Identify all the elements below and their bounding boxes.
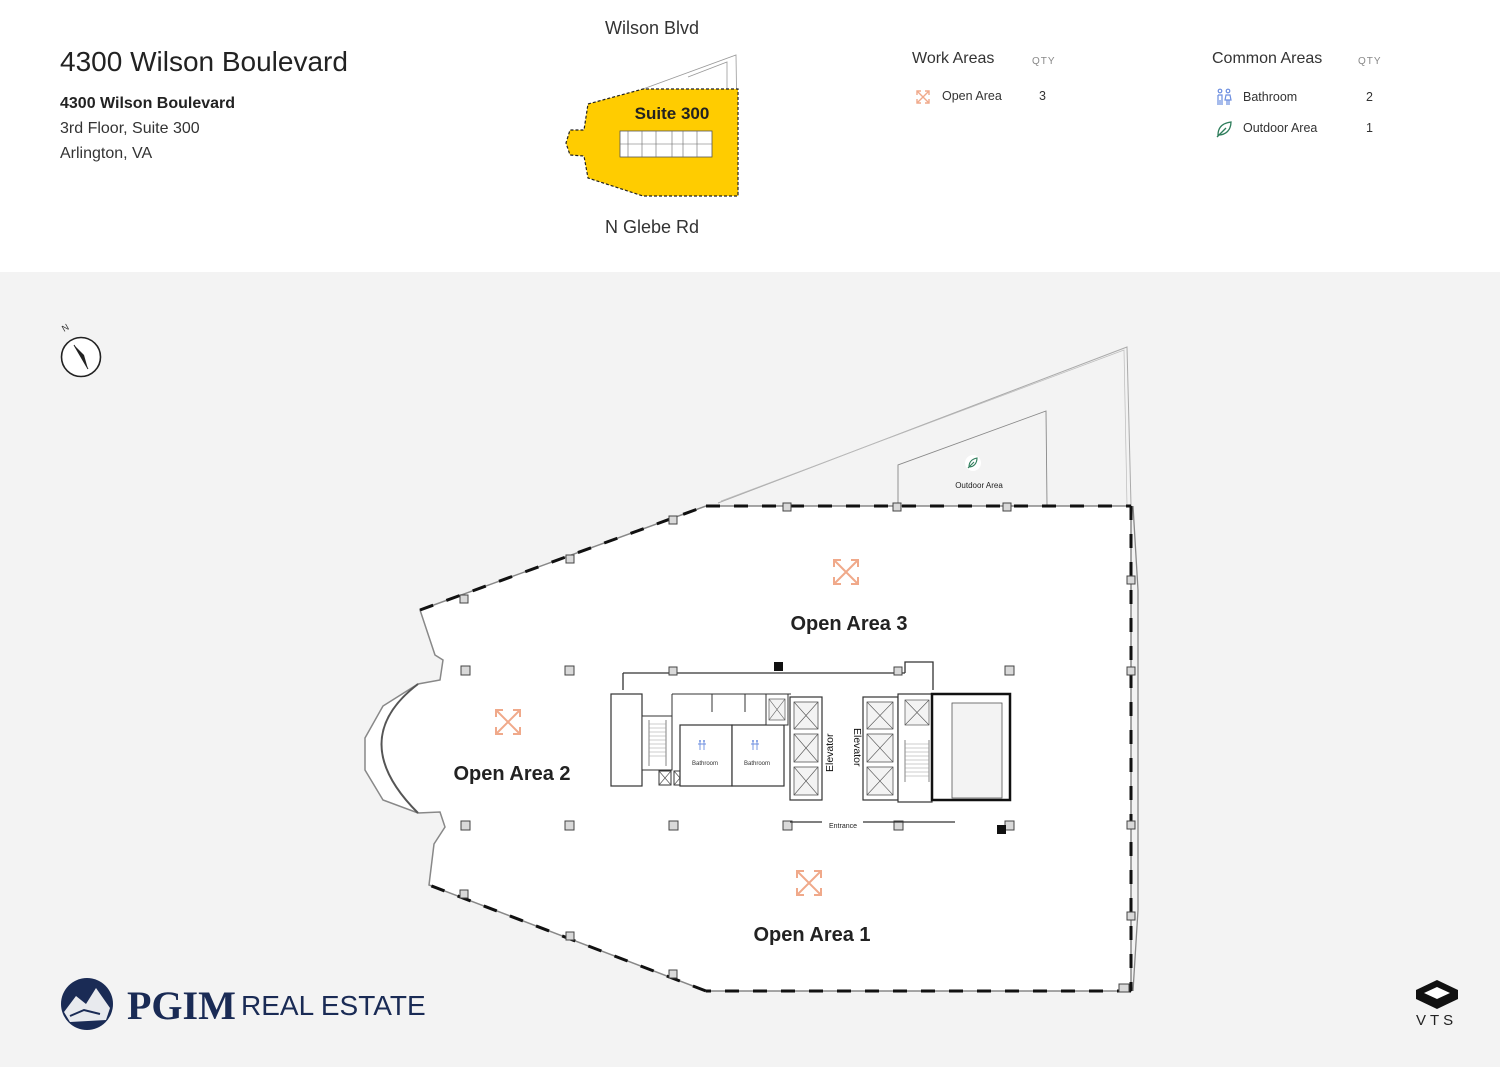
page-title: 4300 Wilson Boulevard: [60, 46, 348, 77]
building-core: Bathroom Bathroom Elevator Elevator Entr…: [610, 661, 1012, 834]
legend-work-areas-title: Work Areas: [912, 50, 995, 67]
header-panel: [0, 0, 1500, 272]
legend-work-qty-header: QTY: [1032, 56, 1056, 67]
entrance-label: Entrance: [829, 823, 857, 830]
bathroom-a-icon: [698, 740, 706, 750]
address-name: 4300 Wilson Boulevard: [60, 95, 236, 112]
compass: N: [60, 322, 102, 378]
legend-outdoor-qty: 1: [1366, 121, 1373, 135]
keyplan-suite-label: Suite 300: [635, 104, 710, 123]
columns: [459, 502, 1136, 993]
legend-open-area-qty: 3: [1039, 89, 1046, 103]
elevator-a-label: Elevator: [824, 733, 836, 772]
street-top-label: Wilson Blvd: [604, 18, 700, 38]
open-area-1-icon: [796, 870, 822, 896]
leaf-icon: [1215, 120, 1233, 143]
legend-outdoor-label: Outdoor Area: [1243, 121, 1318, 135]
legend-bathroom-label: Bathroom: [1243, 90, 1298, 104]
pgim-wordmark-secondary: REAL ESTATE: [241, 990, 426, 1021]
street-bottom-label: N Glebe Rd: [604, 217, 700, 237]
pgim-logo-mark: [61, 978, 113, 1030]
open-area-1-label: Open Area 1: [753, 924, 870, 946]
legend-common-areas-title: Common Areas: [1212, 50, 1323, 67]
legend-open-area-label: Open Area: [942, 89, 1002, 103]
bathroom-b-icon: [751, 740, 759, 750]
bathroom-b-label: Bathroom: [744, 761, 770, 767]
restroom-icon: [1215, 88, 1233, 111]
expand-arrows-icon: [915, 89, 931, 110]
bathroom-a-label: Bathroom: [692, 761, 718, 767]
address-floor-suite: 3rd Floor, Suite 300: [60, 120, 200, 137]
open-area-3-label: Open Area 3: [790, 613, 907, 635]
elevator-b-label: Elevator: [851, 728, 863, 767]
legend-common-qty-header: QTY: [1358, 56, 1382, 67]
open-area-2-label: Open Area 2: [453, 763, 570, 785]
vts-logo-mark: [1416, 980, 1458, 1009]
keyplan: Suite 300: [565, 54, 739, 197]
address-city: Arlington, VA: [60, 145, 153, 162]
compass-north-label: N: [60, 322, 71, 334]
outdoor-area-label: Outdoor Area: [955, 481, 1003, 490]
open-area-2-icon: [495, 709, 521, 735]
legend-bathroom-qty: 2: [1366, 90, 1373, 104]
pgim-wordmark: PGIM: [127, 983, 236, 1028]
open-area-3-icon: [833, 559, 859, 585]
vts-wordmark: VTS: [1416, 1012, 1458, 1029]
outdoor-terrace: Outdoor Area: [717, 346, 1132, 506]
outdoor-leaf-icon: [965, 455, 981, 471]
